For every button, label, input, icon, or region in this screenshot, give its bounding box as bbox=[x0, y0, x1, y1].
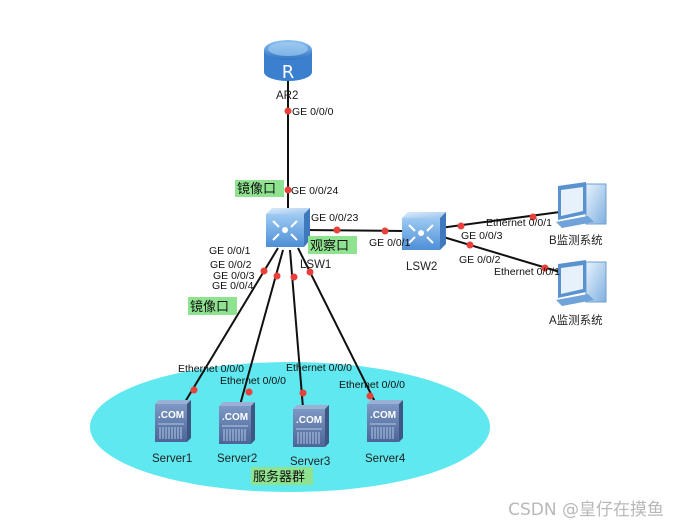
port-label: GE 0/0/2 bbox=[210, 259, 252, 271]
device-label-server: Server2 bbox=[217, 453, 257, 465]
port-dot bbox=[290, 273, 298, 281]
device-label-ar2: AR2 bbox=[276, 90, 298, 102]
device-label-server: Server3 bbox=[290, 456, 330, 468]
port-label: GE 0/0/3 bbox=[213, 270, 255, 282]
server-2[interactable]: .COM Server2 bbox=[217, 402, 257, 465]
server-icon bbox=[367, 400, 403, 442]
device-label-lsw1: LSW1 bbox=[300, 259, 331, 271]
server-badge: .COM bbox=[158, 410, 184, 421]
tag-text: 镜像口 bbox=[237, 182, 276, 197]
port-dot bbox=[245, 388, 253, 396]
port-dot bbox=[333, 226, 341, 234]
port-dot bbox=[381, 227, 389, 235]
port-label: Ethernet 0/0/0 bbox=[220, 375, 286, 387]
port-dot bbox=[299, 389, 307, 397]
router-ar2[interactable]: R AR2 bbox=[264, 40, 312, 102]
server-icon bbox=[293, 405, 329, 447]
port-dot bbox=[284, 107, 292, 115]
link-lsw2-pca bbox=[439, 235, 561, 273]
port-label: Ethernet 0/0/1 bbox=[486, 217, 552, 229]
server-icon bbox=[219, 402, 255, 444]
tag-text: 观察口 bbox=[310, 239, 349, 254]
tag-observe: 观察口 bbox=[308, 236, 357, 254]
server-badge: .COM bbox=[222, 412, 248, 423]
server-badge: .COM bbox=[370, 410, 396, 421]
port-dot bbox=[190, 386, 198, 394]
port-label: GE 0/0/1 bbox=[209, 245, 251, 257]
port-dots bbox=[190, 107, 549, 400]
pc-icon bbox=[556, 182, 607, 228]
port-label: GE 0/0/3 bbox=[461, 230, 503, 242]
server-3[interactable]: .COM Server3 bbox=[290, 405, 330, 468]
port-dot bbox=[529, 213, 537, 221]
port-dot bbox=[366, 392, 374, 400]
tag-text: 服务器群 bbox=[253, 469, 305, 485]
tag-mirror-upper: 镜像口 bbox=[235, 180, 284, 197]
servers: .COM Server1 .COM Server2 .COM Server3 .COM Ser… bbox=[152, 400, 406, 468]
device-label-server: Server4 bbox=[365, 453, 406, 465]
port-dot bbox=[260, 267, 268, 275]
device-label-pc-a: A监测系统 bbox=[549, 314, 603, 327]
tag-mirror-lower: 镜像口 bbox=[188, 297, 237, 315]
server-icon bbox=[155, 400, 191, 442]
port-dot bbox=[466, 241, 474, 249]
server-1[interactable]: .COM Server1 bbox=[152, 400, 192, 465]
port-label: GE 0/0/1 bbox=[369, 237, 411, 249]
port-label: GE 0/0/4 bbox=[212, 280, 254, 292]
port-dot bbox=[273, 272, 281, 280]
port-label: GE 0/0/0 bbox=[292, 106, 334, 118]
switch-lsw2[interactable]: LSW2 bbox=[402, 212, 446, 273]
pc-b[interactable]: B监测系统 bbox=[549, 182, 607, 247]
port-dot bbox=[284, 186, 292, 194]
switch-icon bbox=[266, 208, 310, 247]
port-dot bbox=[457, 222, 465, 230]
port-label: Ethernet 0/0/0 bbox=[178, 363, 244, 375]
port-label: GE 0/0/2 bbox=[459, 254, 501, 266]
router-icon: R bbox=[264, 40, 312, 83]
pc-icon bbox=[556, 260, 607, 306]
device-label-lsw2: LSW2 bbox=[406, 261, 437, 273]
pc-a[interactable]: A监测系统 bbox=[549, 260, 607, 327]
port-label: Ethernet 0/0/0 bbox=[286, 362, 352, 374]
port-label: Ethernet 0/0/0 bbox=[339, 379, 405, 391]
port-label: Ethernet 0/0/1 bbox=[494, 266, 560, 278]
device-label-pc-b: B监测系统 bbox=[549, 234, 603, 247]
port-label: GE 0/0/23 bbox=[311, 212, 358, 224]
server-badge: .COM bbox=[296, 415, 322, 426]
port-labels: GE 0/0/0 GE 0/0/24 GE 0/0/23 GE 0/0/1 GE… bbox=[178, 106, 560, 391]
watermark: CSDN @皇仔在摸鱼 bbox=[508, 500, 664, 520]
switch-icon bbox=[402, 212, 446, 250]
device-label-server: Server1 bbox=[152, 453, 192, 465]
server-4[interactable]: .COM Server4 bbox=[365, 400, 406, 465]
tag-text: 镜像口 bbox=[190, 300, 229, 315]
port-label: GE 0/0/24 bbox=[291, 185, 338, 197]
port-dot bbox=[306, 268, 314, 276]
svg-text:R: R bbox=[282, 62, 295, 83]
tag-server-group: 服务器群 bbox=[251, 467, 313, 485]
port-dot bbox=[541, 264, 549, 272]
